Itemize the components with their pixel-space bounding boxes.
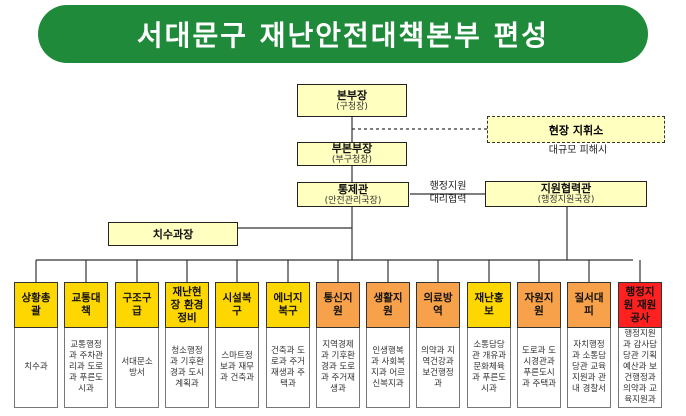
page-title: 서대문구 재난안전대책본부 편성 [136,19,550,52]
division-header: 의료방역 [416,282,460,328]
division-header: 시설복구 [215,282,259,328]
flood-box: 치수과장 [108,222,238,246]
hq-label: 본부장 [336,88,368,102]
admin-note: 행정지원 대리협력 [412,180,484,206]
admin-note-line2: 대리협력 [429,194,467,205]
deputy-sub: (부구청장) [331,155,373,165]
division-members: 스마트정보과 재무과 건축과 [215,328,259,408]
division-members: 의약과 지역건강과 보건행정과 [416,328,460,408]
field-command-label: 현장 지휘소 [548,123,604,137]
hq-box: 본부장 (구청장) [297,84,407,117]
flood-label: 치수과장 [152,227,194,241]
division-members: 행정지원과 감사담당관 기획예산과 보건행정과 의약과 교육지원과 [618,328,662,408]
division-members: 자치행정과 소통담당관 교육지원과 관내 경찰서 [567,328,611,408]
division-header: 재난현장 환경정비 [165,282,209,328]
division-members: 교통행정과 주차관리과 도로과 푸른도시과 [64,328,108,408]
division-members: 청소행정과 기후환경과 도시계획과 [165,328,209,408]
support-coop-box: 지원협력관 (행정지원국장) [485,181,647,207]
support-coop-sub: (행정지원국장) [537,195,595,205]
division-members: 지역경제과 기후환경과 도로과 주거재생과 [316,328,360,408]
division-members: 도로과 도시경관과 푸른도시과 주택과 [517,328,561,408]
division-header: 행정지원 재원공사 [618,282,662,328]
division-header: 재난홍보 [467,282,511,328]
division-header: 자원지원 [517,282,561,328]
division-members: 치수과 [14,328,58,408]
hq-sub: (구청장) [336,101,368,112]
division-members: 인생행복과 사회복지과 어르신복지과 [366,328,410,408]
admin-note-line1: 행정지원 [429,181,467,192]
division-header: 에너지 복구 [266,282,310,328]
control-box: 통제관 (안전관리국장) [297,182,409,207]
division-header: 구조구급 [115,282,159,328]
division-header: 질서대피 [567,282,611,328]
division-header: 통신지원 [316,282,360,328]
support-coop-label: 지원협력관 [540,182,592,195]
field-command-sub: 대규모 피해시 [548,145,608,156]
division-members: 소통담당관 개유과 문화체육과 푸른도시과 [467,328,511,408]
control-label: 통제관 [337,182,369,196]
division-header: 교통대책 [64,282,108,328]
division-header: 상황총괄 [14,282,58,328]
deputy-label: 부본부장 [331,142,373,155]
division-members: 건축과 도로과 주거재생과 주택과 [266,328,310,408]
title-banner: 서대문구 재난안전대책본부 편성 [38,5,648,63]
field-command-box: 현장 지휘소 [487,116,665,143]
division-members: 서대문소방서 [115,328,159,408]
control-sub: (안전관리국장) [324,195,382,206]
deputy-box: 부본부장 (부구청장) [297,142,407,166]
division-header: 생활지원 [366,282,410,328]
